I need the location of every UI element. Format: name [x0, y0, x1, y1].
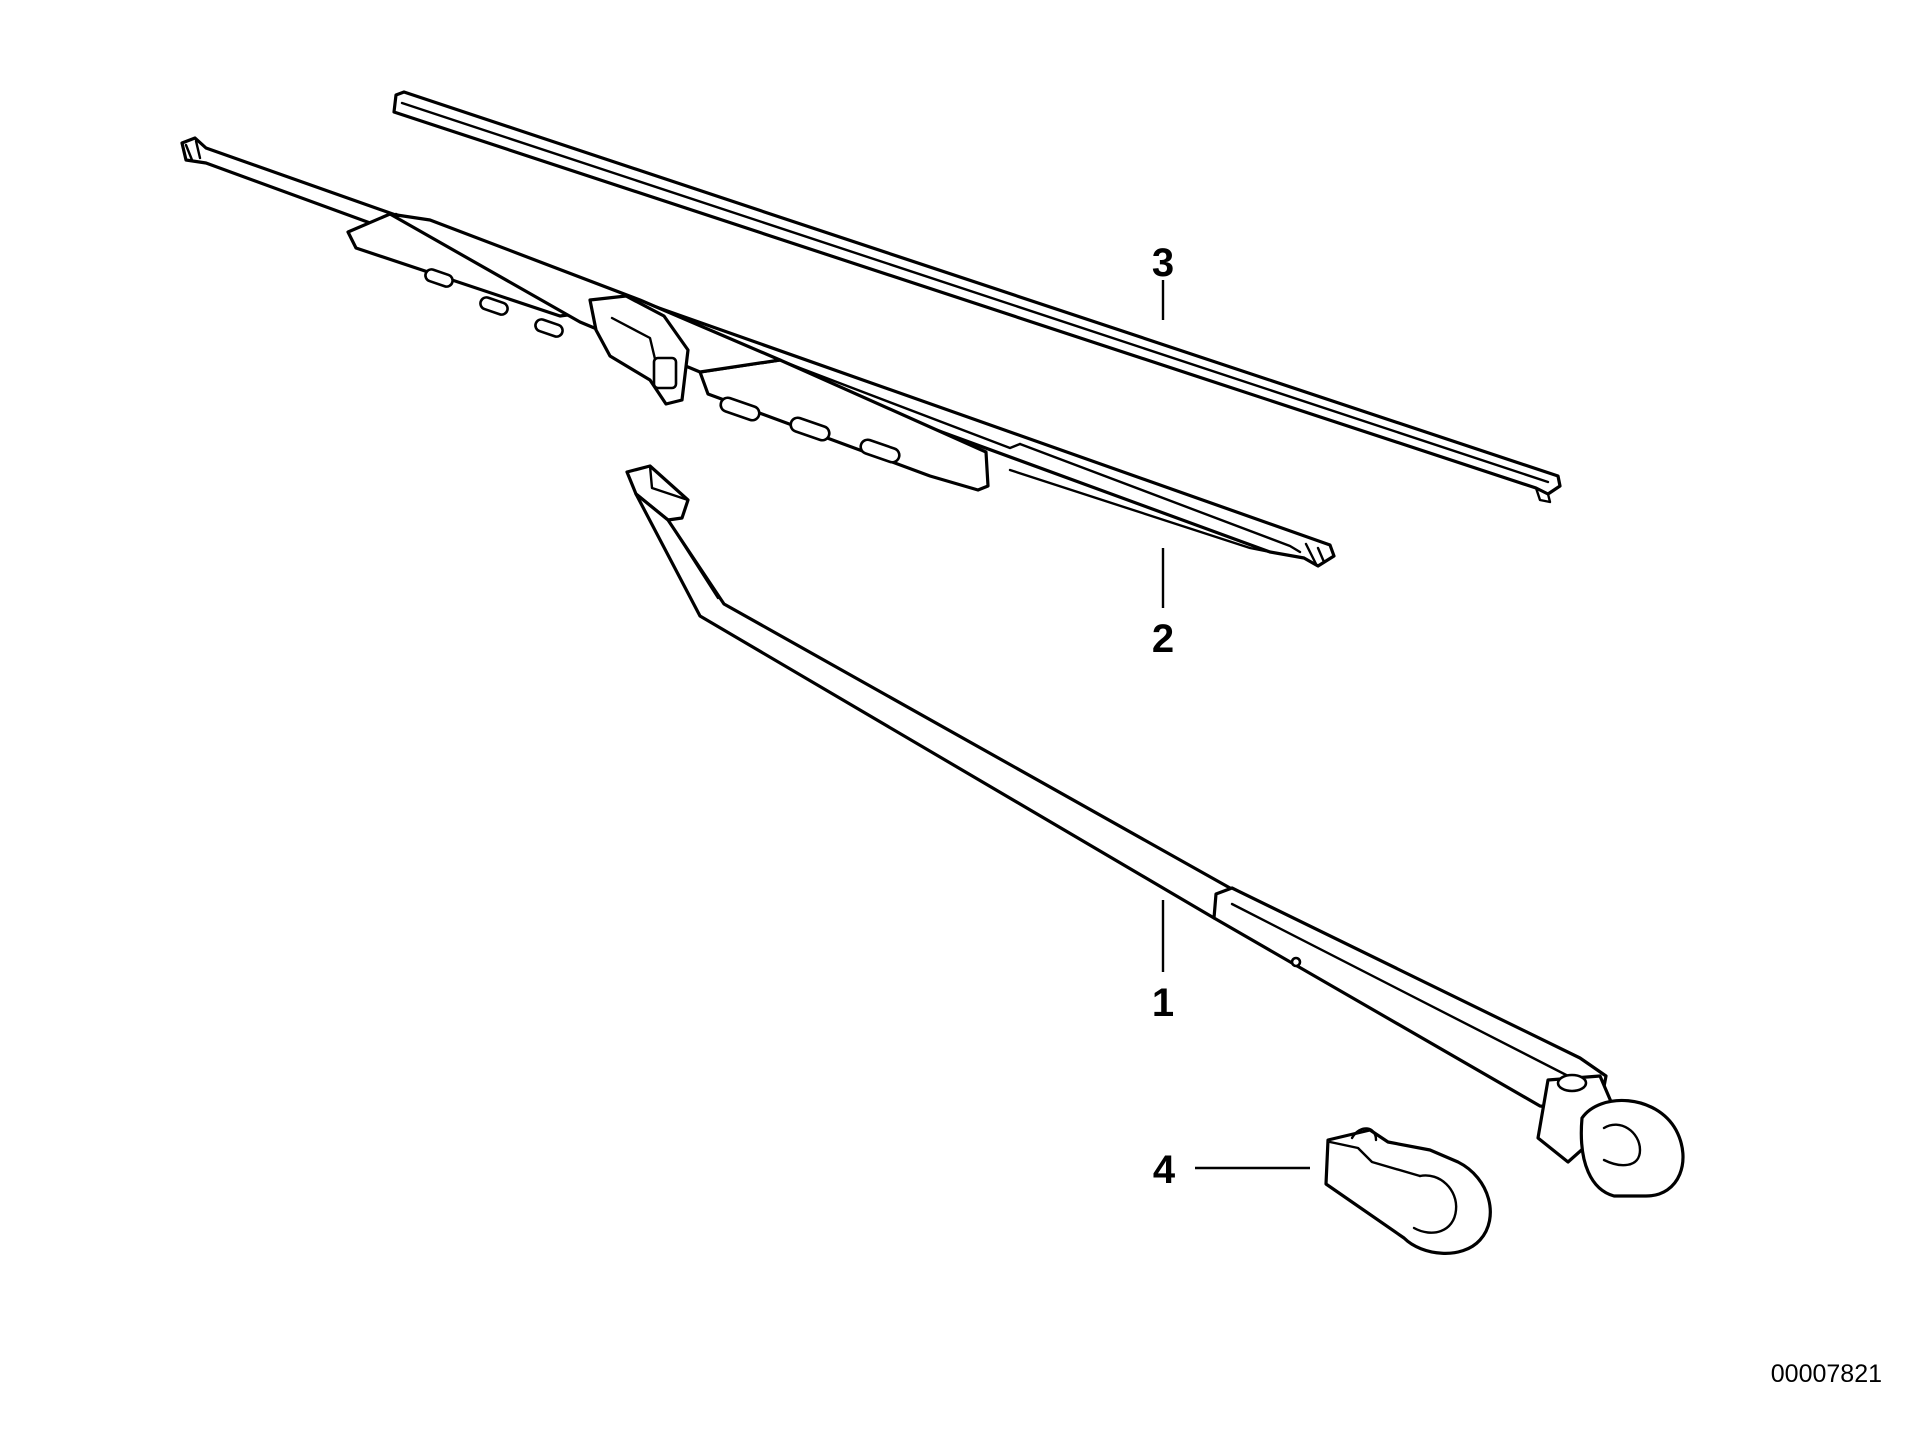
reference-code: 00007821 [1771, 1360, 1882, 1388]
callout-4: 4 [1153, 1148, 1176, 1192]
callout-1: 1 [1152, 981, 1174, 1025]
wiper-arm [625, 464, 1685, 1198]
wiper-blade [180, 136, 1336, 568]
callout-3: 3 [1152, 241, 1174, 285]
wiper-rubber-strip [392, 90, 1562, 504]
callout-2: 2 [1152, 617, 1174, 661]
wiper-arm-cap [1324, 1127, 1492, 1255]
